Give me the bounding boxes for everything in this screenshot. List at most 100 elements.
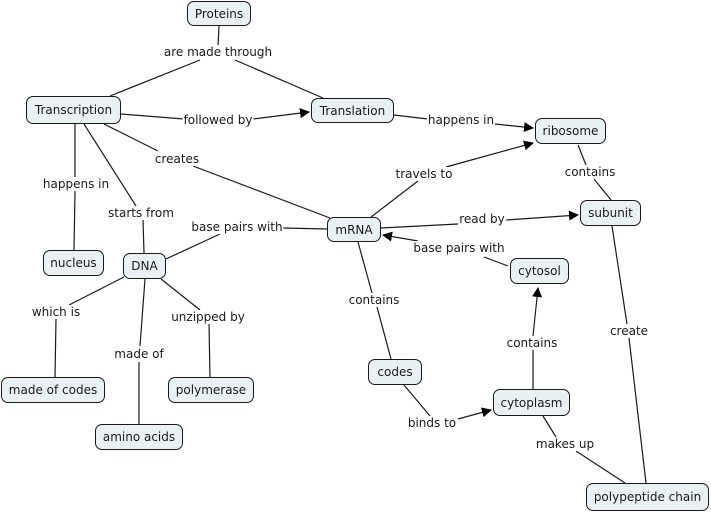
link-label[interactable]: create xyxy=(608,324,650,338)
link-line-segment xyxy=(208,323,211,378)
link-which-is xyxy=(54,276,125,378)
concept-node-label: codes xyxy=(377,365,413,379)
concept-node-nucleus[interactable]: nucleus xyxy=(43,250,104,276)
link-line-segment xyxy=(234,59,324,99)
concept-node-cytoplasm[interactable]: cytoplasm xyxy=(493,389,570,416)
link-label[interactable]: binds to xyxy=(406,416,458,430)
link-read-by xyxy=(380,210,579,229)
link-line-segment xyxy=(142,219,145,254)
link-arrow xyxy=(494,122,534,133)
link-line-segment xyxy=(357,241,373,294)
link-happens-in xyxy=(73,124,76,251)
link-line-segment xyxy=(120,113,185,120)
link-starts-from xyxy=(83,123,145,254)
link-line-segment xyxy=(575,450,626,484)
link-label[interactable]: contains xyxy=(505,336,559,350)
link-binds-to xyxy=(403,384,492,420)
concept-node-polymerase[interactable]: polymerase xyxy=(168,377,254,403)
link-line-segment xyxy=(628,337,647,484)
link-label[interactable]: base pairs with xyxy=(412,241,506,255)
link-line-segment xyxy=(380,223,459,229)
link-label[interactable]: makes up xyxy=(534,437,596,451)
link-line-segment xyxy=(577,144,587,166)
link-label[interactable]: followed by xyxy=(182,113,254,127)
concept-node-label: amino acids xyxy=(102,430,176,444)
concept-node-polypeptide-chain[interactable]: polypeptide chain xyxy=(586,483,709,511)
link-made-of xyxy=(138,278,146,424)
link-label[interactable]: contains xyxy=(563,165,617,179)
link-arrow xyxy=(505,210,579,221)
concept-node-translation[interactable]: Translation xyxy=(311,98,394,123)
concept-node-label: cytoplasm xyxy=(500,395,563,410)
concept-node-label: polypeptide chain xyxy=(593,490,702,504)
link-line-segment xyxy=(403,384,431,417)
concept-node-codes[interactable]: codes xyxy=(368,359,422,385)
link-line-segment xyxy=(217,25,220,47)
link-line-segment xyxy=(192,165,331,219)
concept-node-proteins[interactable]: Proteins xyxy=(187,1,251,26)
link-line-segment xyxy=(68,276,125,306)
concept-node-label: ribosome xyxy=(542,124,599,138)
link-label[interactable]: base pairs with xyxy=(190,220,284,234)
link-arrow xyxy=(457,407,492,420)
link-arrow xyxy=(445,140,534,168)
concept-node-label: Proteins xyxy=(194,6,244,21)
link-arrow xyxy=(252,108,310,120)
link-label[interactable]: contains xyxy=(347,293,401,307)
concept-node-amino-acids[interactable]: amino acids xyxy=(95,424,183,450)
link-line-segment xyxy=(83,123,137,207)
link-line-segment xyxy=(370,180,419,218)
link-line-segment xyxy=(376,306,392,360)
link-arrow xyxy=(532,287,543,337)
concept-node-mrna[interactable]: mRNA xyxy=(327,217,381,242)
link-label[interactable]: happens in xyxy=(426,113,496,127)
link-label[interactable]: travels to xyxy=(394,167,454,181)
concept-node-made-of-codes[interactable]: made of codes xyxy=(1,377,105,403)
link-label[interactable]: are made through xyxy=(162,45,274,59)
link-line-segment xyxy=(103,123,159,152)
concept-node-label: cytosol xyxy=(518,264,561,278)
link-label[interactable]: unzipped by xyxy=(170,310,246,324)
concept-node-subunit[interactable]: subunit xyxy=(580,200,641,226)
link-arrow xyxy=(382,231,419,242)
concept-node-label: polymerase xyxy=(175,383,247,397)
concept-node-label: nucleus xyxy=(50,256,97,270)
concept-node-label: DNA xyxy=(131,259,158,273)
link-line-segment xyxy=(593,178,612,201)
link-label[interactable]: which is xyxy=(30,305,82,319)
link-line-segment xyxy=(165,233,221,260)
link-line-segment xyxy=(542,415,557,438)
link-contains xyxy=(577,144,612,201)
link-line-segment xyxy=(54,318,57,378)
link-line-segment xyxy=(483,256,509,267)
link-are-made-through xyxy=(109,25,324,99)
link-travels-to xyxy=(370,140,534,218)
link-label[interactable]: starts from xyxy=(107,206,175,220)
link-happens-in xyxy=(393,114,534,133)
concept-node-transcription[interactable]: Transcription xyxy=(26,96,121,124)
link-followed-by xyxy=(120,108,310,120)
concept-node-dna[interactable]: DNA xyxy=(123,253,166,279)
link-label[interactable]: made of xyxy=(113,347,165,361)
link-line-segment xyxy=(109,59,201,97)
link-base-pairs-with xyxy=(165,227,328,260)
concept-node-label: Transcription xyxy=(34,103,113,117)
link-create xyxy=(611,225,647,484)
link-label[interactable]: read by xyxy=(458,212,506,226)
link-line-segment xyxy=(73,190,76,251)
concept-node-label: subunit xyxy=(588,206,633,220)
link-contains xyxy=(357,241,392,360)
link-line-segment xyxy=(160,278,201,311)
link-label[interactable]: happens in xyxy=(41,177,111,191)
link-line-segment xyxy=(393,114,429,120)
link-line-segment xyxy=(611,225,628,325)
link-unzipped-by xyxy=(160,278,211,378)
link-label[interactable]: creates xyxy=(153,152,201,166)
concept-node-label: mRNA xyxy=(335,222,373,237)
link-base-pairs-with xyxy=(382,231,509,267)
concept-node-ribosome[interactable]: ribosome xyxy=(535,118,606,144)
concept-node-cytosol[interactable]: cytosol xyxy=(510,258,569,284)
link-creates xyxy=(103,123,331,219)
